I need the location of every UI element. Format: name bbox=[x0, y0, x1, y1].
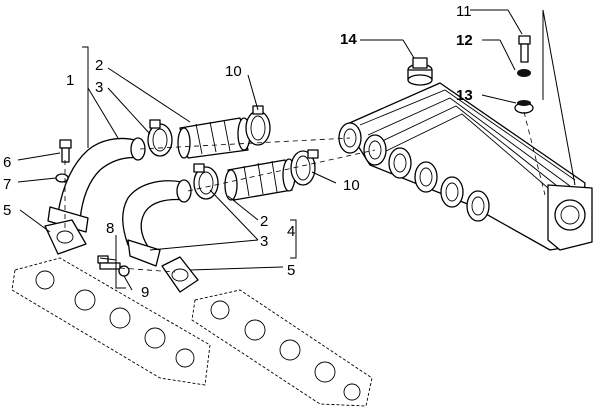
callout-12: 12 bbox=[456, 32, 473, 49]
callout-3-lower: 3 bbox=[260, 233, 268, 250]
lower-manifold-gasket-right bbox=[191, 289, 373, 407]
sensor-washer bbox=[517, 69, 531, 77]
bolt-upper bbox=[59, 139, 72, 163]
bellows-hose-lower bbox=[224, 158, 296, 201]
sensor-screw bbox=[518, 35, 531, 63]
flange-gasket-lower bbox=[161, 256, 199, 293]
callout-1: 1 bbox=[66, 72, 74, 89]
callout-7: 7 bbox=[3, 176, 11, 193]
intake-pipe-upper bbox=[47, 137, 146, 233]
callout-4: 4 bbox=[287, 223, 295, 240]
assembly-lines bbox=[64, 111, 546, 273]
callout-8: 8 bbox=[106, 220, 114, 237]
washer-lower bbox=[118, 265, 130, 277]
sensor-grommet bbox=[514, 100, 534, 114]
callout-2-upper: 2 bbox=[95, 57, 103, 74]
callout-11: 11 bbox=[456, 3, 472, 20]
callout-9: 9 bbox=[141, 284, 149, 301]
hose-clamp-upper-left bbox=[147, 119, 173, 157]
hose-clamp-lower-right bbox=[290, 149, 319, 186]
washer-upper bbox=[55, 173, 69, 183]
callout-14: 14 bbox=[340, 31, 357, 48]
intake-pipe-lower bbox=[122, 179, 192, 267]
leader-lines bbox=[17, 9, 576, 291]
intake-manifold bbox=[338, 82, 593, 251]
bolt-lower bbox=[97, 255, 121, 270]
lower-manifold-gasket-left bbox=[11, 257, 211, 386]
callout-6: 6 bbox=[3, 154, 11, 171]
callout-2-lower: 2 bbox=[260, 213, 268, 230]
manifold-runners bbox=[338, 122, 490, 222]
flange-gasket-upper bbox=[44, 219, 87, 255]
hose-clamp-upper-right bbox=[245, 105, 271, 146]
callout-10-lower: 10 bbox=[343, 177, 360, 194]
callout-5-right: 5 bbox=[287, 262, 295, 279]
callout-5-left: 5 bbox=[3, 202, 11, 219]
callout-13: 13 bbox=[456, 87, 473, 104]
callout-3-upper: 3 bbox=[95, 79, 103, 96]
callouts: 1 2 3 2 3 4 5 5 6 7 8 9 10 10 11 12 13 1… bbox=[3, 3, 473, 301]
plug-cap bbox=[407, 57, 433, 86]
callout-10-upper: 10 bbox=[225, 63, 242, 80]
hose-clamp-lower-left bbox=[193, 163, 219, 200]
bellows-hose-upper bbox=[177, 117, 251, 159]
